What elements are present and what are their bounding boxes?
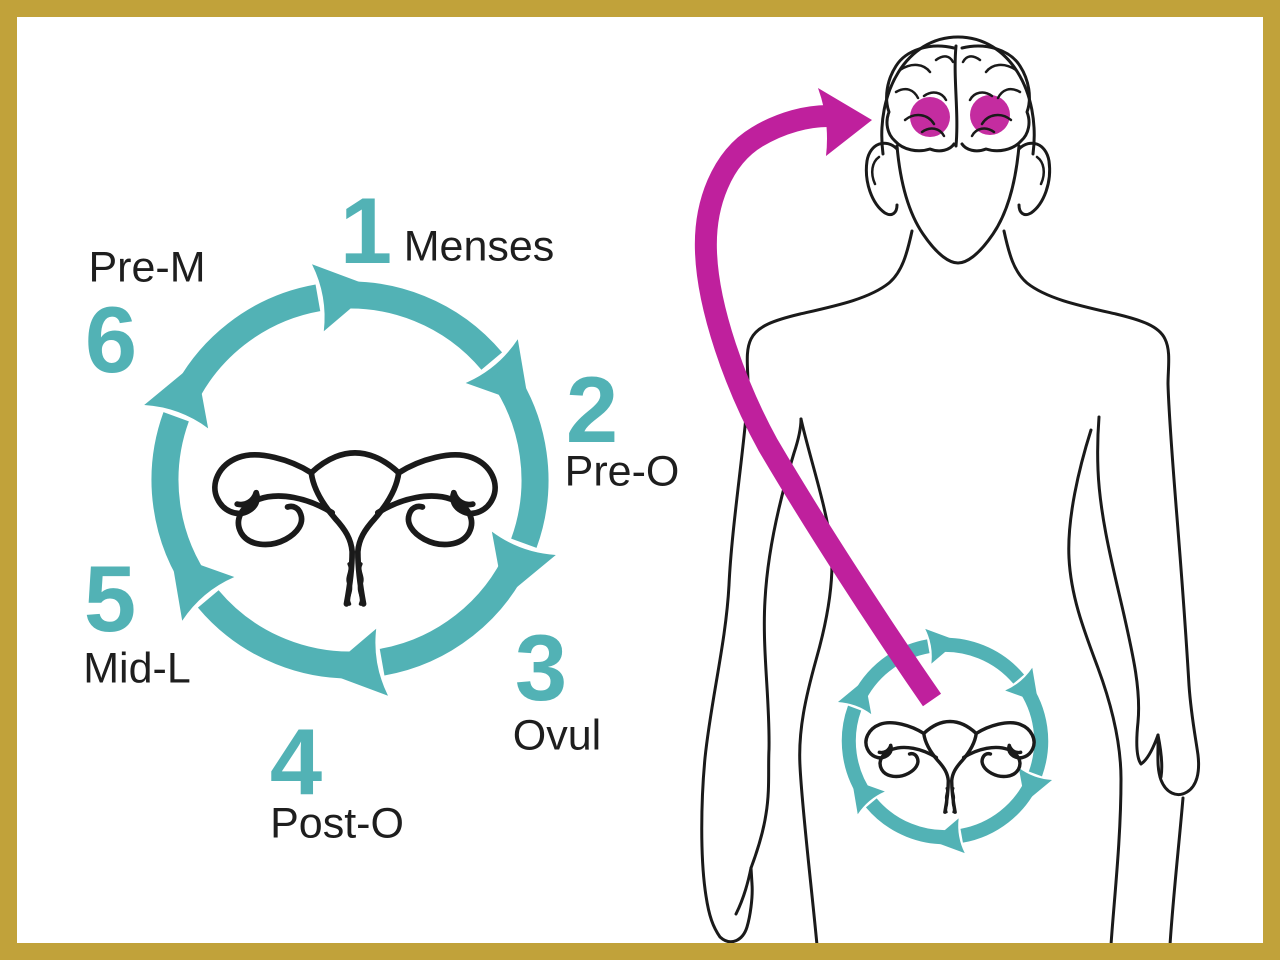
cycle-phase-number-5: 5 bbox=[83, 546, 137, 651]
torso-left-outline bbox=[798, 417, 834, 947]
brain-central-fissure bbox=[953, 44, 959, 148]
female-body-outline bbox=[700, 35, 1201, 947]
cycle-phase-label-pre-m: Pre-M bbox=[88, 243, 206, 292]
right-arm-outline bbox=[1002, 229, 1201, 796]
uterus-icon-small bbox=[864, 719, 1036, 814]
arrow-head bbox=[818, 88, 872, 156]
cycle-phase-number-6: 6 bbox=[84, 287, 138, 392]
left-thumb-crease bbox=[734, 866, 753, 916]
cycle-phase-label-pre-o: Pre-O bbox=[564, 447, 680, 496]
right-hip-outline bbox=[1168, 796, 1185, 947]
cycle-phase-number-1: 1 bbox=[339, 178, 393, 283]
brain-right-hemisphere bbox=[960, 44, 1031, 153]
cycle-phase-number-3: 3 bbox=[514, 615, 568, 720]
brain-left-hemisphere bbox=[885, 44, 956, 153]
brain-gyri-lines bbox=[894, 55, 1022, 138]
cycle-phase-label-mid-l: Mid-L bbox=[83, 644, 191, 693]
arrow-shaft bbox=[694, 105, 942, 707]
left-ear-inner bbox=[870, 155, 881, 186]
right-thumb-crease bbox=[1156, 733, 1164, 779]
brain-highlight-right bbox=[970, 95, 1010, 135]
torso-right-outline bbox=[1067, 428, 1123, 947]
face-outline bbox=[895, 144, 1021, 265]
uterus-icon-large bbox=[215, 453, 495, 604]
cycle-phase-label-menses: Menses bbox=[403, 222, 555, 271]
uterus-to-brain-arrow bbox=[694, 88, 942, 707]
right-ear-inner bbox=[1035, 155, 1046, 186]
menstrual-cycle-arrows-small bbox=[804, 609, 1086, 873]
cycle-phase-number-4: 4 bbox=[269, 709, 323, 814]
cycle-phase-number-2: 2 bbox=[565, 357, 619, 462]
cycle-phase-label-ovul: Ovul bbox=[512, 711, 602, 760]
cycle-phase-label-post-o: Post-O bbox=[270, 799, 404, 848]
brain-icon bbox=[885, 44, 1031, 153]
brain-highlight-left bbox=[910, 97, 950, 137]
right-ear bbox=[1017, 141, 1052, 217]
left-ear bbox=[864, 141, 899, 217]
left-arm-outline bbox=[700, 229, 914, 944]
